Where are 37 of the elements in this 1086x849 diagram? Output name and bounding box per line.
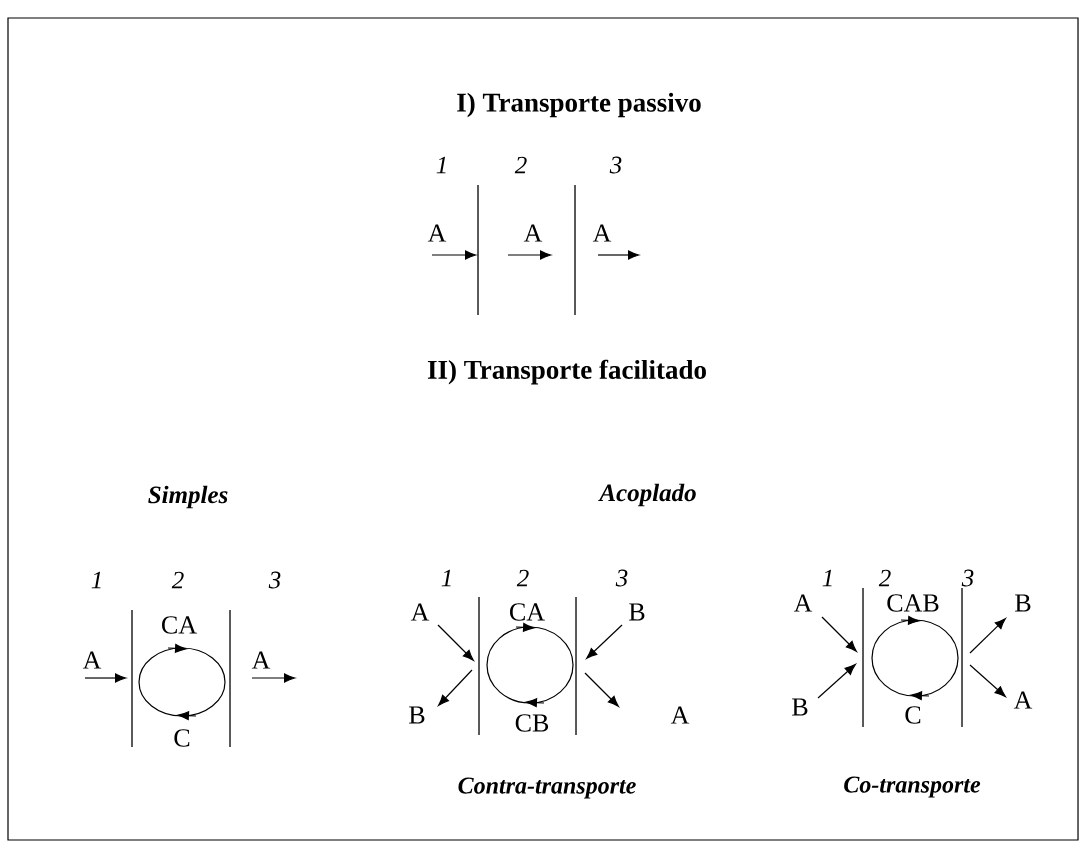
solute-label: A bbox=[670, 706, 690, 724]
compartment-number: 2 bbox=[878, 569, 891, 587]
section-heading: I) Transporte passivo bbox=[457, 92, 701, 118]
solute-label: B bbox=[629, 603, 645, 621]
panel-heading: Simples bbox=[148, 485, 228, 509]
compartment-number: 3 bbox=[615, 569, 628, 587]
solute-label: A bbox=[410, 603, 430, 621]
solute-label: CAB bbox=[887, 594, 939, 612]
compartment-number: 3 bbox=[609, 156, 622, 174]
solute-label: CA bbox=[510, 603, 545, 621]
solute-label: A bbox=[427, 224, 447, 242]
solute-label: A bbox=[793, 594, 813, 612]
compartment-number: 3 bbox=[961, 569, 974, 587]
solute-label: C bbox=[174, 729, 190, 747]
caption: Contra-transporte bbox=[458, 777, 636, 799]
compartment-number: 1 bbox=[436, 156, 446, 174]
solute-label: B bbox=[1015, 594, 1031, 612]
compartment-number: 1 bbox=[822, 569, 832, 587]
caption: Co-transporte bbox=[844, 776, 981, 798]
panel-heading: Acoplado bbox=[598, 483, 696, 507]
solute-label: A bbox=[82, 651, 102, 669]
solute-label: A bbox=[592, 224, 612, 242]
solute-label: A bbox=[1013, 691, 1033, 709]
solute-label: CA bbox=[162, 616, 197, 634]
compartment-number: 2 bbox=[514, 156, 527, 174]
solute-label: A bbox=[523, 224, 543, 242]
section-heading: II) Transporte facilitado bbox=[427, 359, 706, 385]
solute-label: B bbox=[409, 706, 425, 724]
solute-label: CB bbox=[515, 714, 549, 732]
compartment-number: 2 bbox=[516, 569, 529, 587]
solute-label: A bbox=[251, 651, 271, 669]
compartment-number: 2 bbox=[171, 571, 184, 589]
solute-label: C bbox=[905, 706, 921, 724]
solute-label: B bbox=[792, 698, 808, 716]
compartment-number: 3 bbox=[268, 571, 281, 589]
compartment-number: 1 bbox=[91, 571, 101, 589]
compartment-number: 1 bbox=[441, 569, 451, 587]
